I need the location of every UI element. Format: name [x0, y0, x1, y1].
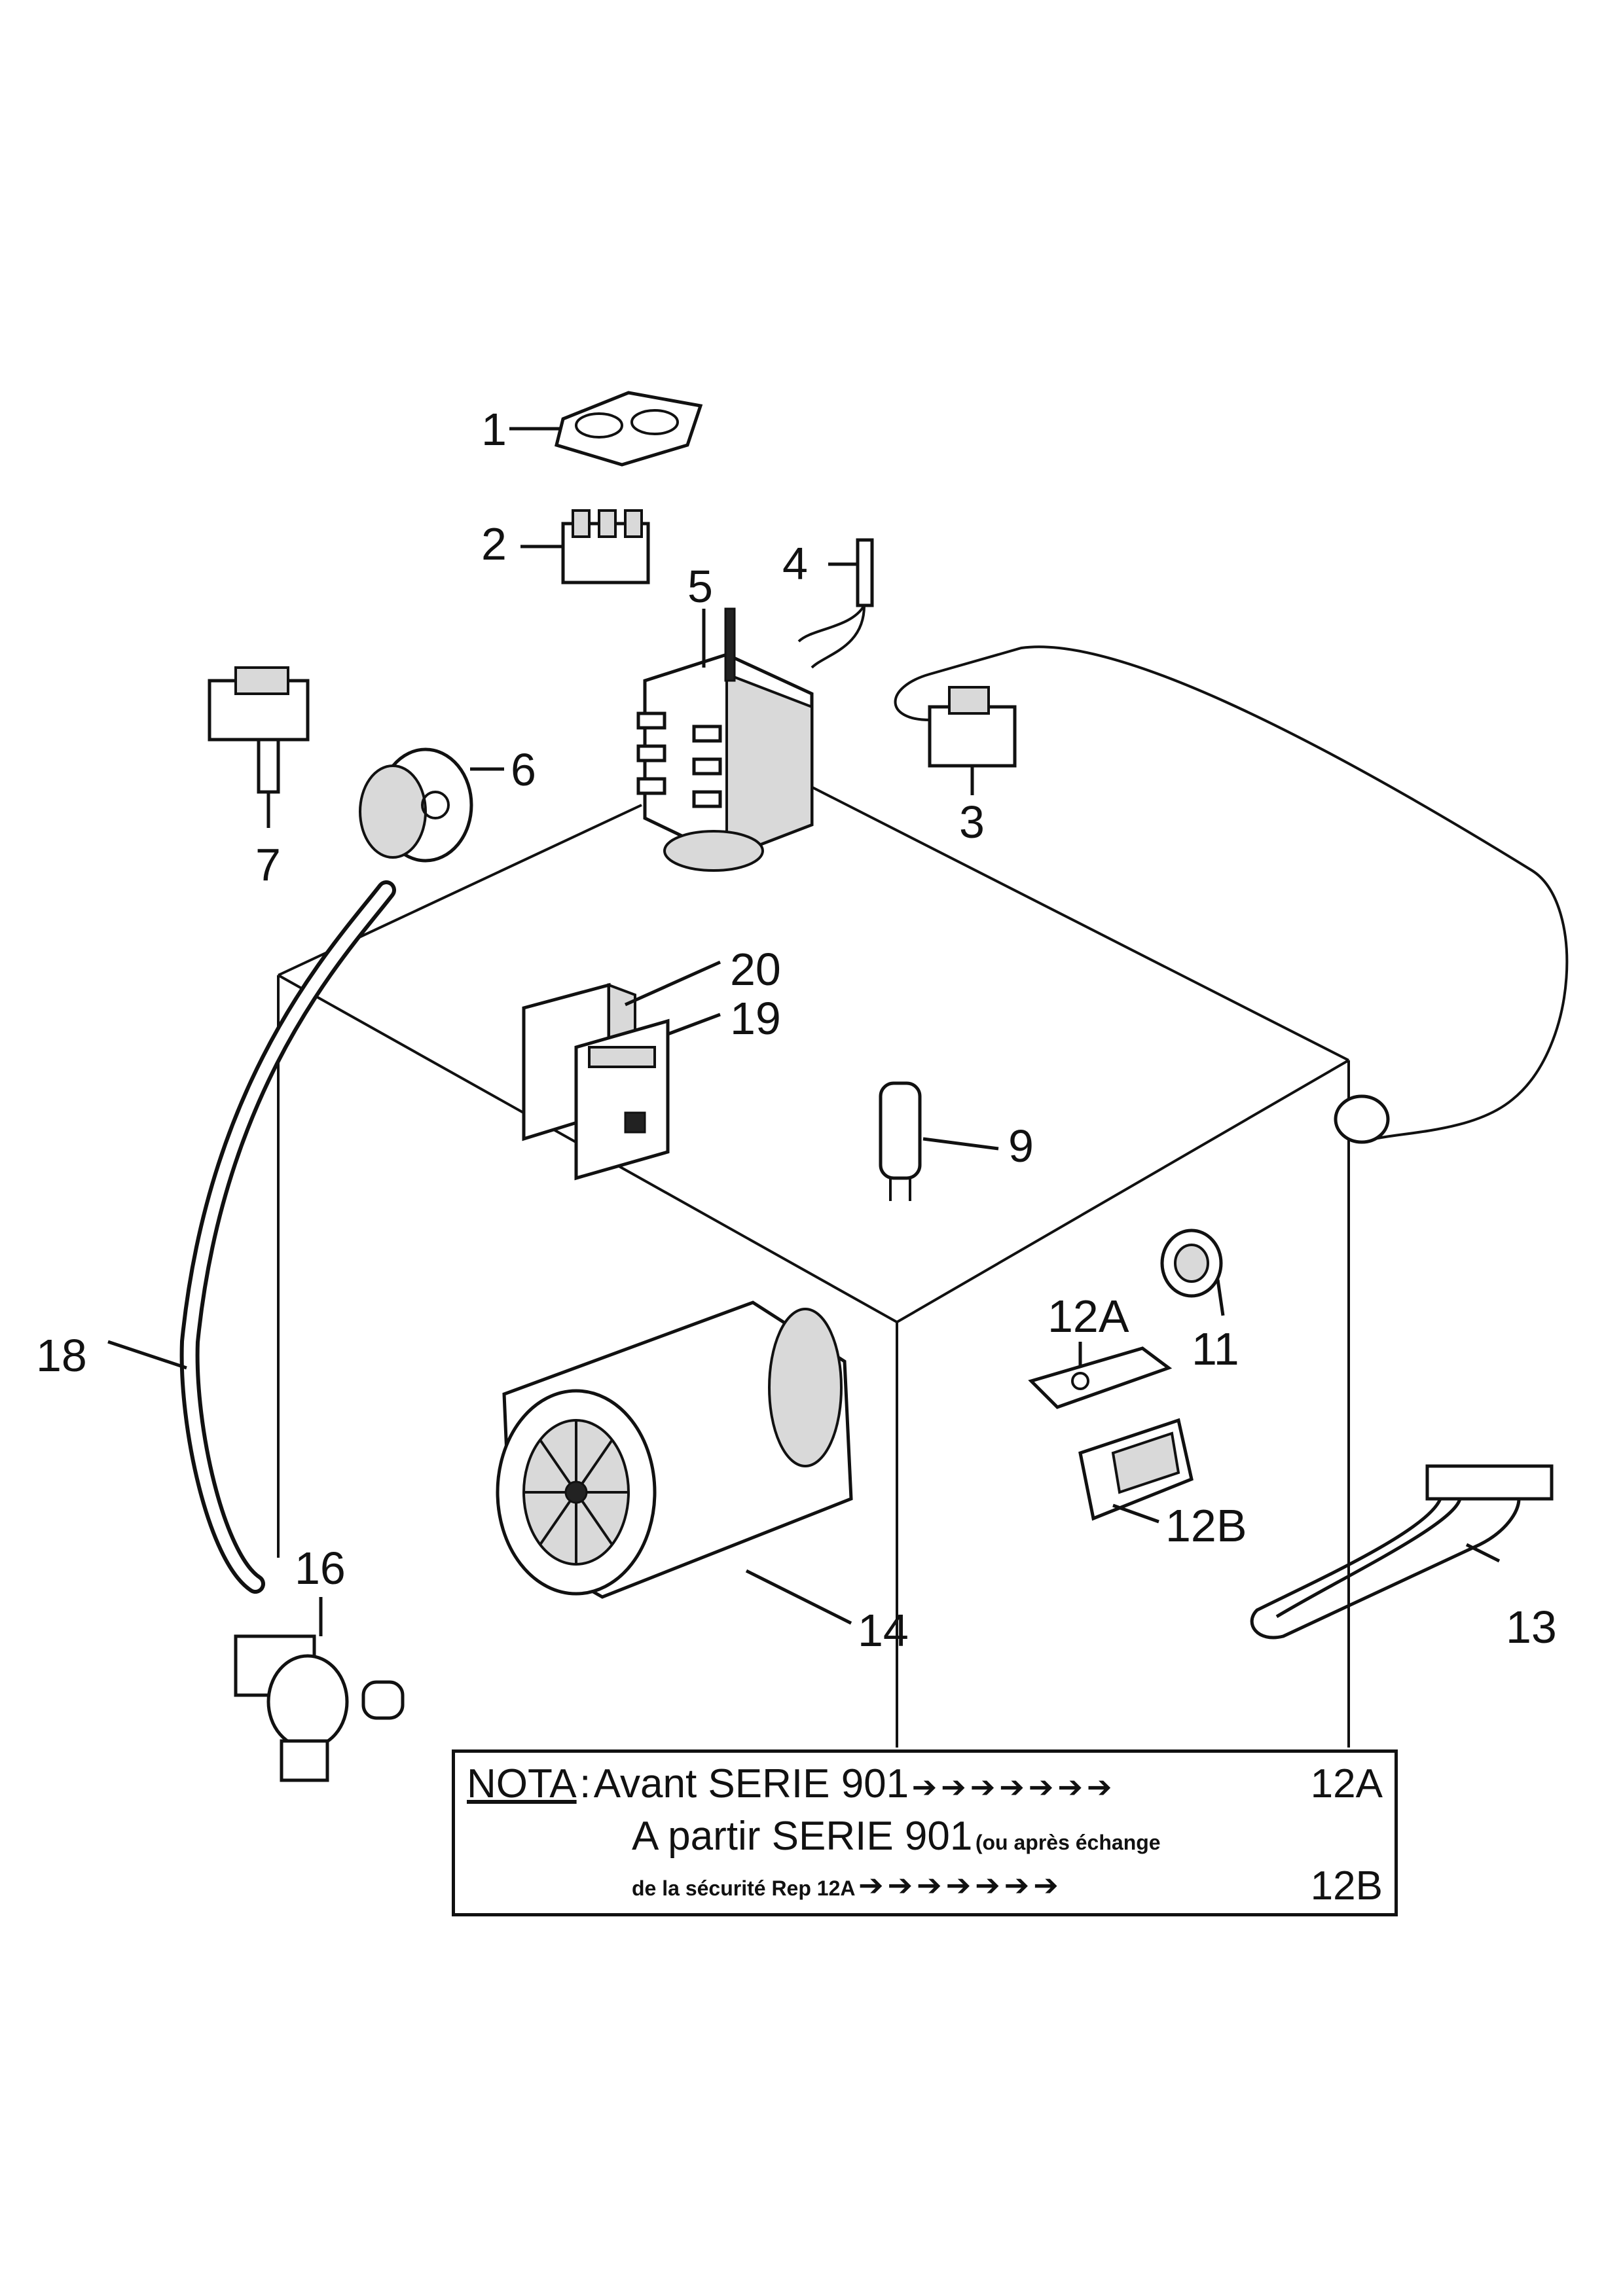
part-18-hose [107, 880, 396, 1594]
part-12b-safety [1078, 1418, 1194, 1524]
arrows-icon: ➔➔➔➔➔➔➔ [911, 1770, 1116, 1804]
nota-box: NOTA : Avant SERIE 901 ➔➔➔➔➔➔➔ 12A A par… [452, 1749, 1398, 1916]
callout-9: 9 [1008, 1121, 1034, 1172]
nota-line-1: NOTA : Avant SERIE 901 ➔➔➔➔➔➔➔ [467, 1761, 1116, 1807]
nota-line1-ref: 12A [1310, 1761, 1383, 1806]
nota-separator: : [579, 1761, 591, 1806]
part-11-grommet [1160, 1229, 1225, 1316]
callout-1: 1 [481, 404, 507, 455]
part-14-motor [496, 1300, 853, 1625]
nota-line3-small: de la sécurité Rep 12A [632, 1876, 856, 1900]
callout-13: 13 [1506, 1602, 1557, 1653]
callout-3: 3 [959, 797, 985, 848]
callout-20: 20 [730, 944, 781, 995]
callout-labels: 1 2 3 4 5 6 7 9 11 12A 12B 13 14 16 18 1… [36, 404, 1557, 1656]
callout-19: 19 [730, 993, 781, 1044]
part-13-heating-element [1250, 1464, 1554, 1640]
capillary-bulb [1334, 1094, 1390, 1144]
callout-18: 18 [36, 1330, 87, 1381]
part-16-drain-pump [234, 1597, 405, 1782]
callout-6: 6 [511, 744, 536, 795]
callout-12a: 12A [1048, 1291, 1129, 1342]
nota-line2-small: (ou après échange [975, 1831, 1161, 1854]
nota-label: NOTA [467, 1761, 577, 1806]
part-12a-safety [1028, 1342, 1173, 1409]
part-3-thermostat [894, 645, 1569, 1140]
part-5-programmer [636, 607, 814, 872]
nota-line2-text: A partir SERIE 901 [632, 1814, 973, 1859]
part-7-inlet-valve [208, 666, 310, 828]
callout-4: 4 [782, 538, 808, 589]
programmer-cams [636, 711, 722, 808]
callout-12b: 12B [1165, 1500, 1247, 1551]
callout-16: 16 [295, 1543, 346, 1594]
nota-line3-ref: 12B [1310, 1863, 1383, 1909]
arrows-icon: ➔➔➔➔➔➔➔ [858, 1868, 1063, 1902]
callout-11: 11 [1192, 1323, 1239, 1374]
callout-7: 7 [255, 839, 281, 890]
cabinet-outline [277, 784, 1350, 1748]
part-4-sensor [797, 538, 874, 669]
part-9-capacitor [879, 1081, 999, 1201]
callout-5: 5 [687, 561, 713, 612]
callout-2: 2 [481, 518, 507, 569]
part-1-cover-plate [509, 391, 703, 467]
part-6-pressure-switch [359, 747, 504, 863]
nota-line-3: de la sécurité Rep 12A ➔➔➔➔➔➔➔ [632, 1867, 1063, 1903]
nota-line1-text: Avant SERIE 901 [593, 1761, 909, 1806]
callout-14: 14 [858, 1605, 909, 1656]
part-2-terminal-block [520, 509, 650, 584]
nota-line-2: A partir SERIE 901 (ou après échange [632, 1813, 1161, 1859]
part-19-control-board [574, 1013, 721, 1181]
